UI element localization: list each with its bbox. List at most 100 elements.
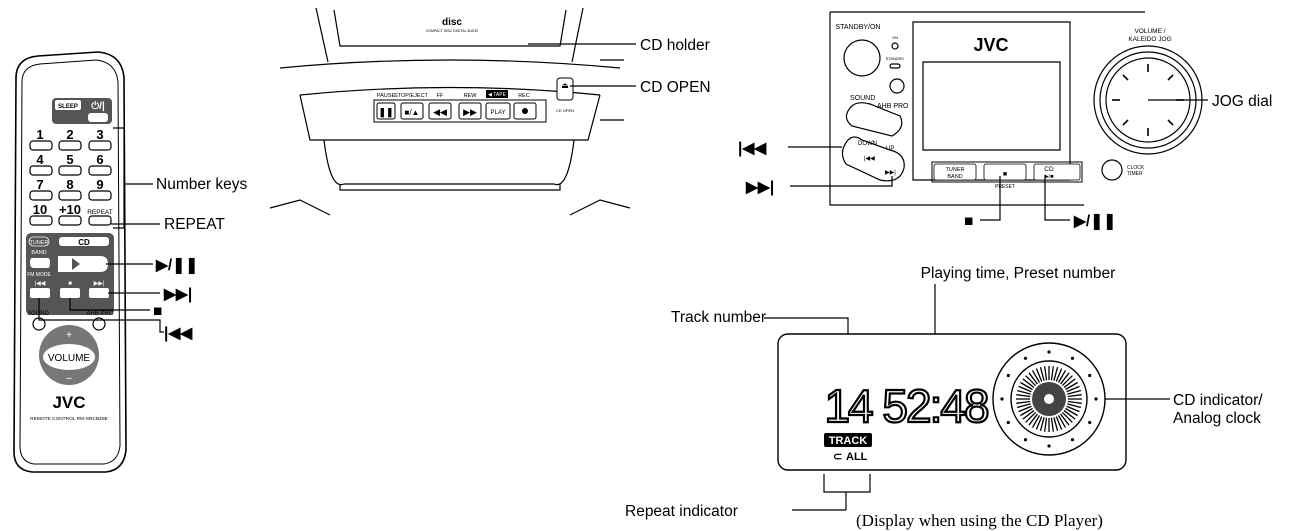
remote-play-pause-button[interactable] <box>58 256 108 272</box>
cd-indicator-ray <box>1066 385 1080 393</box>
main-next-icon: ▶▶| <box>885 170 896 176</box>
remote-key-plus10[interactable] <box>58 215 82 226</box>
cd-indicator-ray <box>1039 417 1045 432</box>
remote-cd-button[interactable] <box>59 237 109 246</box>
main-volume-label: VOLUME / <box>1134 28 1165 35</box>
main-standby-label: STANDBY <box>886 56 905 61</box>
remote-band-button[interactable] <box>30 258 50 268</box>
deck-cd-open-small-label: CD OPEN <box>556 108 574 113</box>
cd-indicator-ray <box>1067 403 1082 409</box>
remote-next-button[interactable] <box>89 288 109 298</box>
remote-key-7[interactable] <box>29 190 53 201</box>
remote-key-10[interactable] <box>29 215 53 226</box>
deck-ff-label: FF <box>437 93 444 99</box>
cd-indicator-ray <box>1031 370 1041 383</box>
cd-indicator-ray <box>1060 413 1070 426</box>
remote-volume-button[interactable] <box>43 344 95 370</box>
cd-indicator-ray <box>1053 366 1059 381</box>
deck-pause-button[interactable] <box>376 102 396 120</box>
cd-indicator-clock-dot <box>1070 356 1075 360</box>
cd-indicator-clock-dot <box>1006 373 1010 378</box>
cd-indicator-ray <box>1039 366 1045 381</box>
cd-indicator-ray <box>1057 370 1067 383</box>
cd-indicator-ray <box>1020 407 1033 417</box>
cd-indicator-ray <box>1022 410 1035 420</box>
remote-repeat-button[interactable] <box>88 215 112 226</box>
deck-rew-icon: ▶▶ <box>463 107 477 117</box>
remote-sleep-label: SLEEP <box>58 104 78 110</box>
remote-key-2[interactable] <box>58 140 82 151</box>
callout-remote-next: ▶▶| <box>163 286 192 303</box>
callout-cd-open: CD OPEN <box>640 79 711 96</box>
main-sound-button[interactable] <box>845 102 903 137</box>
remote-volume-label: VOLUME <box>48 353 91 364</box>
main-standby-on-button[interactable] <box>843 39 881 77</box>
cd-indicator-clock-dots <box>1000 350 1098 448</box>
remote-power-button[interactable] <box>88 113 108 122</box>
callout-repeat-indicator: Repeat indicator <box>625 503 738 520</box>
main-unit-panel: JVC STANDBY/ON ON STANDBY SOUND AHB PRO … <box>829 11 1203 206</box>
cd-indicator-clock-dot <box>1006 420 1010 425</box>
main-cd-button[interactable] <box>1033 163 1081 181</box>
remote-key-6[interactable] <box>88 165 112 176</box>
cd-indicator-ray <box>1063 378 1076 388</box>
remote-key-9[interactable] <box>88 190 112 201</box>
remote-sleep-button[interactable] <box>55 100 81 110</box>
remote-power-label: ⏻/| <box>91 100 105 112</box>
cd-indicator-ray <box>1016 394 1031 398</box>
main-standby-on-label: STANDBY/ON <box>836 24 881 31</box>
cd-indicator-clock-dot <box>1047 444 1051 448</box>
remote-band-label: BAND <box>31 250 46 256</box>
callout-cd-holder: CD holder <box>640 37 710 54</box>
deck-cd-open-button[interactable] <box>556 77 574 101</box>
remote-cd-label: CD <box>78 238 90 247</box>
cd-indicator-ray <box>1050 417 1054 432</box>
main-band-label: BAND <box>947 174 962 180</box>
remote-stop-icon: ■ <box>68 281 72 287</box>
cd-indicator-rays <box>1016 366 1082 432</box>
remote-key-5[interactable] <box>58 165 82 176</box>
main-tuner-band-button[interactable] <box>933 163 977 181</box>
main-aux-button[interactable] <box>889 78 905 94</box>
remote-key-3[interactable] <box>88 140 112 151</box>
callout-remote-repeat: REPEAT <box>164 216 225 233</box>
deck-ff-button[interactable] <box>428 102 452 120</box>
lcd-all-label: ALL <box>846 451 868 463</box>
cd-deck-callouts: CD holder CD OPEN <box>528 37 711 96</box>
remote-repeat-label: REPEAT <box>87 209 113 216</box>
remote-stop-button[interactable] <box>60 288 80 298</box>
remote-key-4[interactable] <box>29 165 53 176</box>
deck-ff-icon: ◀◀ <box>433 107 447 117</box>
deck-pause-icon: ❚❚ <box>378 107 393 118</box>
remote-number-keypad: 1 2 3 4 5 6 7 8 9 10 +10 REPEAT <box>29 127 113 226</box>
remote-prev-button[interactable] <box>30 288 50 298</box>
cd-indicator-ray <box>1055 416 1063 430</box>
deck-rew-button[interactable] <box>458 102 482 120</box>
remote-tuner-button[interactable] <box>28 236 50 247</box>
lcd-repeat-all-indicator: ⊂ <box>833 451 842 463</box>
main-stop-button[interactable] <box>983 163 1027 181</box>
cd-indicator-ray <box>1028 372 1038 385</box>
callout-remote-stop: ■ <box>153 303 162 320</box>
cd-indicator-ray <box>1060 372 1070 385</box>
remote-key-8[interactable] <box>58 190 82 201</box>
main-unit-callouts: JOG dial |◀◀ ▶▶| ■ ▶/❚❚ <box>738 93 1272 231</box>
remote-key-label-2: 2 <box>66 127 73 142</box>
main-kaleido-jog-label: KALEIDO JOG <box>1128 36 1171 43</box>
cd-indicator-ray <box>1065 407 1078 417</box>
cd-logo-icon: disc <box>442 17 462 28</box>
callout-remote-play-pause: ▶/❚❚ <box>155 257 198 275</box>
main-cd-label: CD <box>1044 166 1054 173</box>
main-clock-timer-button[interactable] <box>1101 159 1123 181</box>
cd-indicator-ray <box>1055 368 1063 382</box>
deck-stop-eject-label: STOP/EJECT <box>394 93 428 99</box>
deck-stop-eject-button[interactable] <box>400 102 424 120</box>
remote-play-icon <box>72 258 80 270</box>
remote-key-label-1: 1 <box>36 127 43 142</box>
deck-play-button[interactable] <box>485 102 511 120</box>
remote-ahb-pro-button[interactable] <box>92 317 106 331</box>
remote-key-1[interactable] <box>29 140 53 151</box>
lcd-track-label: TRACK <box>829 435 868 447</box>
main-button-strip <box>931 161 1083 183</box>
